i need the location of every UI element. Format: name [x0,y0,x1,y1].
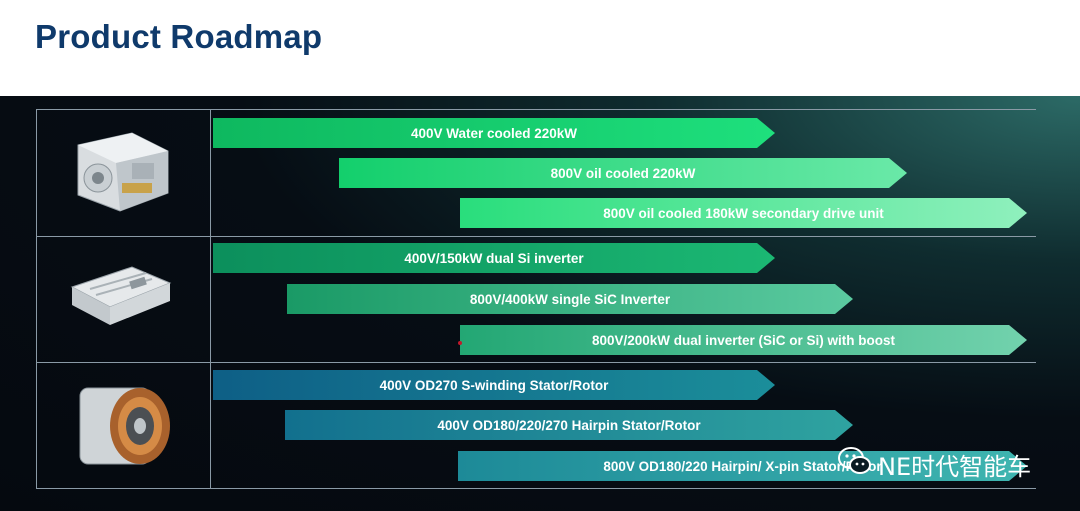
roadmap-item: 400V Water cooled 220kW [213,118,775,148]
roadmap-item: 400V OD180/220/270 Hairpin Stator/Rotor [285,410,853,440]
roadmap-item: 800V oil cooled 220kW [339,158,907,188]
stator-rotor-icon [45,370,195,480]
roadmap-item: 800V/200kW dual inverter (SiC or Si) wit… [460,325,1027,355]
inverter-icon [45,244,195,354]
watermark-text: NE时代智能车 [878,452,1032,481]
grid-line-top [36,109,1036,110]
watermark: NE时代智能车 [838,446,1031,482]
grid-line-bottom [36,488,1036,489]
grid-line-1 [36,236,1036,237]
roadmap-item: 800V/400kW single SiC Inverter [287,284,853,314]
roadmap-item: 400V OD270 S-winding Stator/Rotor [213,370,775,400]
wechat-icon [838,446,872,482]
roadmap-item: 400V/150kW dual Si inverter [213,243,775,273]
grid-line-2 [36,362,1036,363]
grid-line-divider [210,109,211,489]
red-dot-marker [458,341,462,345]
roadmap-item: 800V oil cooled 180kW secondary drive un… [460,198,1027,228]
page-title: Product Roadmap [35,18,323,55]
roadmap-item: 800V OD180/220 Hairpin/ X-pin Stator/Rot… [458,451,1027,481]
e-drive-unit-icon [45,118,195,228]
grid-line-left [36,109,37,489]
